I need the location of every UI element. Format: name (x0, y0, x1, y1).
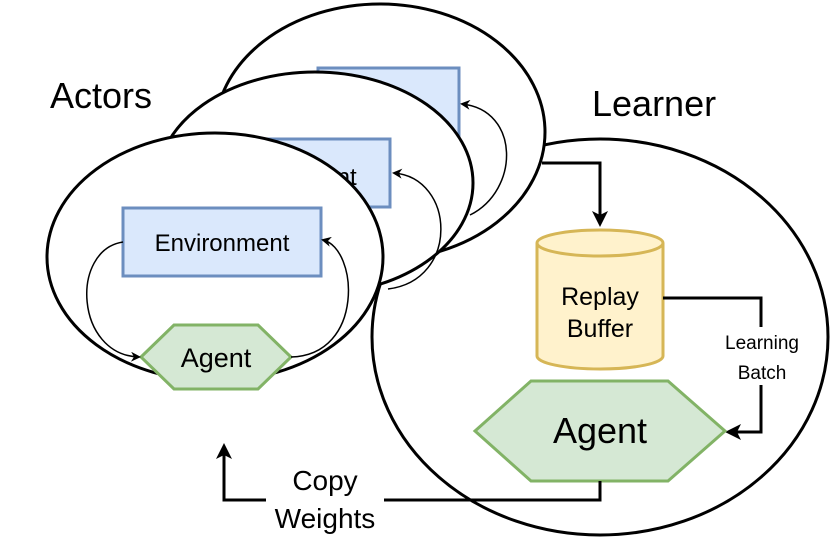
replay-buffer-top-rim (535, 242, 665, 258)
replay-buffer-label-line1: Replay (561, 283, 639, 311)
learning-batch-label-bg (712, 327, 812, 385)
environment-box (121, 206, 323, 278)
environment-label: Environment (155, 230, 290, 257)
copy-weights-arrow (216, 443, 602, 502)
learning-batch-label-line2: Batch (738, 363, 787, 384)
env-to-agent-arrow (86, 241, 141, 362)
learner-agent-hexagon (472, 379, 728, 483)
replay-buffer-label-line2: Buffer (567, 315, 633, 343)
copy-weights-label-line2: Weights (275, 503, 376, 534)
actors-to-buffer-arrow (542, 161, 608, 227)
actor-back-loop-arrow (460, 99, 508, 216)
learning-batch-label-line1: Learning (725, 333, 799, 354)
copy-weights-label-bg (266, 460, 384, 535)
actor-agent-label: Agent (181, 343, 252, 373)
actor-front: Environment Agent (45, 131, 385, 391)
replay-buffer-cylinder (535, 228, 665, 371)
actor-middle-loop-arrow (387, 168, 442, 290)
agent-to-env-arrow (290, 236, 350, 358)
learner-agent-label: Agent (553, 410, 647, 451)
learner-title: Learner (592, 83, 716, 124)
actors-title: Actors (50, 75, 152, 116)
learner-contents: Replay Buffer Learning Batch Agent (216, 161, 812, 502)
copy-weights-label-line1: Copy (292, 465, 357, 496)
